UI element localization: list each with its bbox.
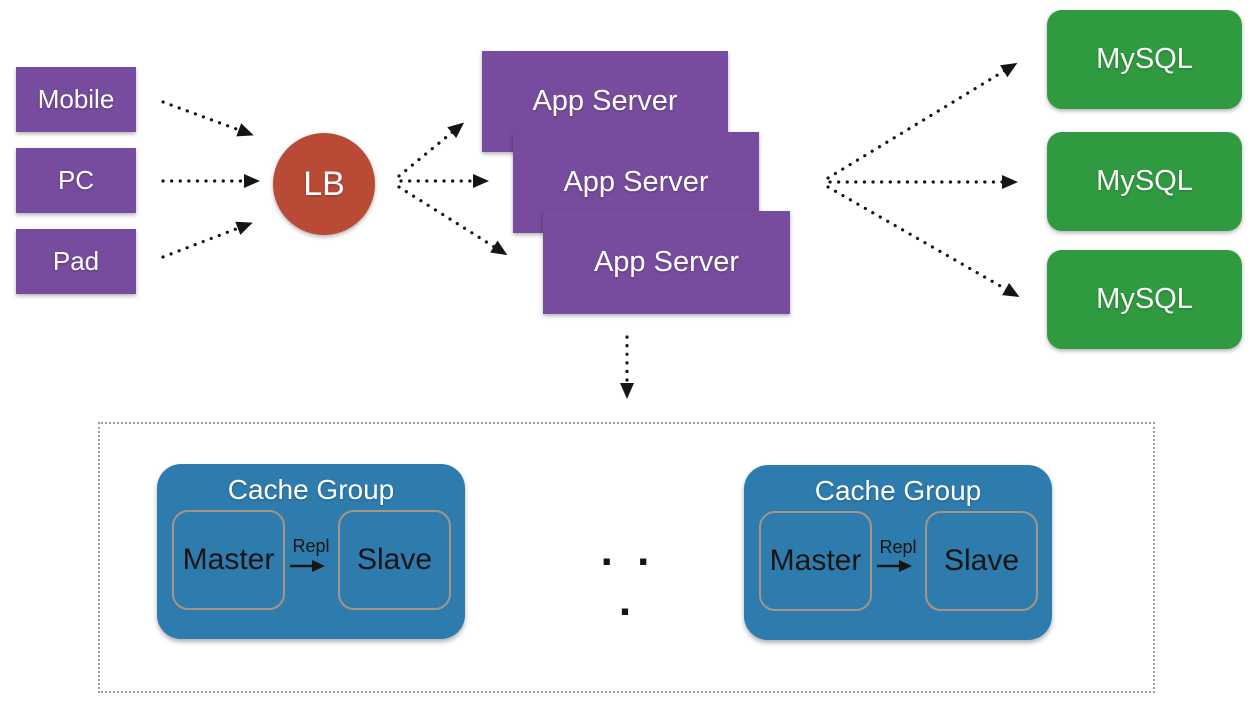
client-node-pad: Pad	[16, 229, 136, 294]
arrow-mobile-to-lb	[161, 100, 254, 137]
repl-label: Repl	[879, 537, 917, 557]
mysql-label: MySQL	[1096, 43, 1193, 75]
cache-slave-label: Slave	[356, 543, 433, 576]
arrow-appserver-to-mysql-3	[826, 185, 1020, 297]
client-label: Pad	[52, 246, 100, 276]
client-node-mobile: Mobile	[16, 67, 136, 132]
client-label: PC	[57, 165, 95, 195]
app-server-node-3: App Server	[543, 211, 790, 314]
repl-label: Repl	[292, 536, 330, 556]
arrow-lb-to-appserver-3	[397, 185, 508, 256]
cache-master-box: Master	[172, 510, 285, 610]
arrow-lb-to-appserver-1	[397, 122, 465, 178]
app-server-label: App Server	[563, 166, 709, 198]
cache-group-1: Cache Group Master Repl Slave	[157, 464, 465, 639]
cache-master-label: Master	[182, 543, 275, 576]
app-server-label: App Server	[593, 246, 740, 278]
cache-master-label: Master	[769, 544, 862, 577]
client-label: Mobile	[37, 84, 115, 114]
mysql-node-1: MySQL	[1047, 10, 1242, 109]
mysql-label: MySQL	[1096, 165, 1193, 197]
mysql-node-2: MySQL	[1047, 132, 1242, 231]
cache-cluster-container: Cache Group Master Repl Slave Cache Grou…	[98, 422, 1155, 693]
cache-slave-box: Slave	[925, 511, 1038, 611]
load-balancer-node: LB	[273, 133, 375, 235]
more-cache-groups-ellipsis: . . .	[600, 526, 656, 625]
arrow-appserver-to-mysql-1	[826, 62, 1018, 180]
arrow-pad-to-lb	[161, 221, 253, 259]
client-node-pc: PC	[16, 148, 136, 213]
mysql-label: MySQL	[1096, 283, 1193, 315]
cache-group-title: Cache Group	[227, 474, 395, 505]
mysql-node-3: MySQL	[1047, 250, 1242, 349]
cache-master-box: Master	[759, 511, 872, 611]
cache-slave-label: Slave	[943, 544, 1020, 577]
load-balancer-label: LB	[303, 164, 345, 203]
cache-group-title: Cache Group	[814, 475, 982, 506]
cache-group-2: Cache Group Master Repl Slave	[744, 465, 1052, 640]
app-server-label: App Server	[532, 85, 678, 117]
cache-slave-box: Slave	[338, 510, 451, 610]
